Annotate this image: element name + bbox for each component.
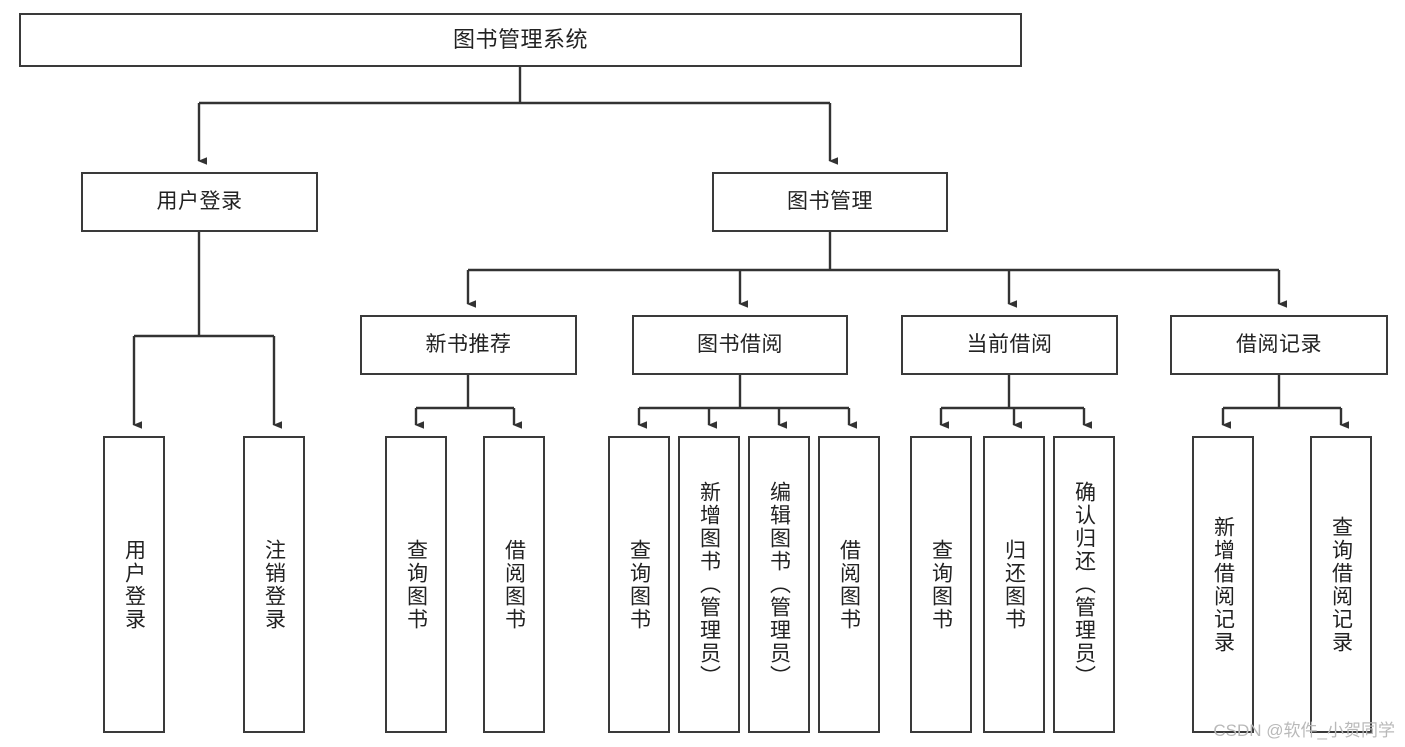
- node-current-borrow[interactable]: 当前借阅: [901, 315, 1118, 375]
- node-book-borrow[interactable]: 图书借阅: [632, 315, 848, 375]
- node-leaf-borrow-book-b[interactable]: 借阅图书: [818, 436, 880, 733]
- node-label: 借阅记录: [1236, 332, 1322, 356]
- node-label: 注销登录: [262, 538, 286, 631]
- node-leaf-confirm-return[interactable]: 确认归还（管理员）: [1053, 436, 1115, 733]
- node-leaf-edit-book[interactable]: 编辑图书（管理员）: [748, 436, 810, 733]
- node-leaf-query-book-c[interactable]: 查询图书: [910, 436, 972, 733]
- node-leaf-user-login[interactable]: 用户登录: [103, 436, 165, 733]
- node-label: 新增图书（管理员）: [697, 481, 721, 688]
- node-label: 用户登录: [156, 189, 243, 213]
- node-leaf-query-borrow-record[interactable]: 查询借阅记录: [1310, 436, 1372, 733]
- node-label: 用户登录: [122, 538, 146, 631]
- node-label: 查询借阅记录: [1329, 515, 1353, 654]
- node-leaf-logout[interactable]: 注销登录: [243, 436, 305, 733]
- node-label: 图书管理系统: [452, 27, 588, 53]
- node-borrow-record[interactable]: 借阅记录: [1170, 315, 1388, 375]
- node-leaf-query-book-b[interactable]: 查询图书: [608, 436, 670, 733]
- node-book-management[interactable]: 图书管理: [712, 172, 948, 232]
- node-label: 新增借阅记录: [1211, 515, 1235, 654]
- node-leaf-add-borrow-record[interactable]: 新增借阅记录: [1192, 436, 1254, 733]
- node-user-login[interactable]: 用户登录: [81, 172, 318, 232]
- node-label: 查询图书: [929, 538, 953, 631]
- node-leaf-borrow-book-a[interactable]: 借阅图书: [483, 436, 545, 733]
- node-label: 借阅图书: [502, 538, 526, 631]
- node-label: 确认归还（管理员）: [1072, 481, 1096, 688]
- node-label: 图书借阅: [697, 332, 783, 356]
- node-label: 归还图书: [1002, 538, 1026, 631]
- node-label: 新书推荐: [425, 332, 512, 356]
- node-leaf-return-book[interactable]: 归还图书: [983, 436, 1045, 733]
- csdn-watermark: CSDN @软件_小贺同学: [1213, 721, 1395, 740]
- node-label: 借阅图书: [837, 538, 861, 631]
- node-label: 查询图书: [404, 538, 428, 631]
- node-label: 图书管理: [787, 189, 873, 213]
- node-root[interactable]: 图书管理系统: [19, 13, 1022, 67]
- node-leaf-add-book[interactable]: 新增图书（管理员）: [678, 436, 740, 733]
- node-label: 当前借阅: [966, 332, 1053, 356]
- node-leaf-query-book-a[interactable]: 查询图书: [385, 436, 447, 733]
- node-label: 查询图书: [627, 538, 651, 631]
- node-label: 编辑图书（管理员）: [767, 481, 791, 688]
- node-new-book-recommendation[interactable]: 新书推荐: [360, 315, 577, 375]
